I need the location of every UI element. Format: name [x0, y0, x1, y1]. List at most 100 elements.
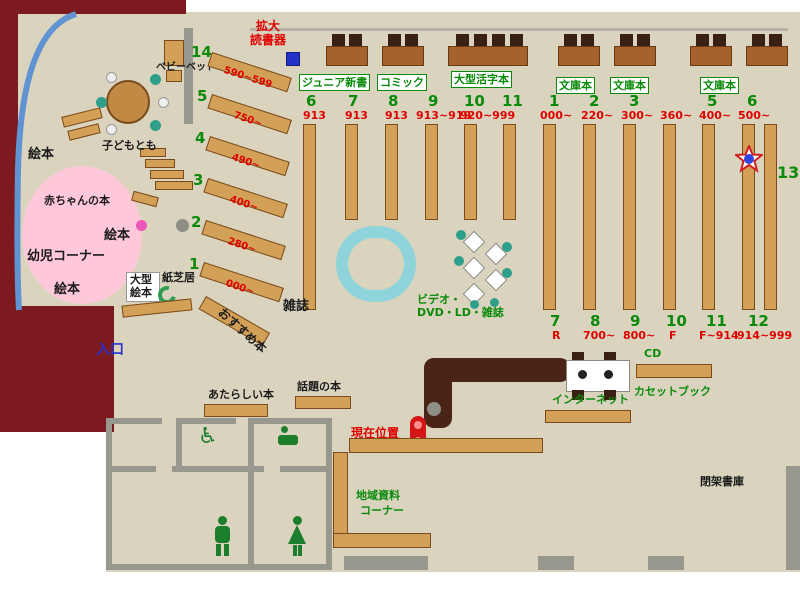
stack-number: 1 — [549, 92, 560, 110]
stack-number: 3 — [193, 171, 204, 189]
bookshelf — [333, 533, 431, 548]
wall — [106, 466, 156, 472]
bookshelf — [345, 124, 358, 220]
step-shelf — [150, 170, 184, 179]
carrel-chair — [454, 256, 464, 266]
womens-toilet-icon — [286, 516, 308, 556]
carrel-chair — [502, 268, 512, 278]
stack-range: 913 — [385, 109, 408, 122]
internet-label: インターネット — [552, 393, 629, 406]
chair — [604, 390, 616, 400]
reading-table — [382, 46, 424, 66]
bookshelf — [545, 410, 631, 423]
stack-number: 11 — [502, 92, 523, 110]
carrel-chair — [490, 298, 499, 307]
chair — [150, 120, 161, 131]
stack-range: 800~ — [623, 329, 656, 342]
chair — [572, 352, 584, 362]
chair — [713, 34, 726, 47]
large-picture-books-label: 大型 — [130, 273, 152, 286]
local-materials-label: 地域資料 — [356, 489, 400, 502]
stack-number-13: 13 — [777, 163, 800, 182]
stack-range: R — [552, 329, 561, 342]
stack-number: 5 — [707, 92, 718, 110]
stack-number: 10 — [666, 312, 687, 330]
stack-number: 4 — [195, 129, 206, 147]
chair — [696, 34, 709, 47]
chair — [510, 34, 523, 47]
toddler-corner-area — [22, 166, 142, 304]
stack-number: 12 — [748, 312, 769, 330]
wall — [106, 418, 162, 424]
wall — [538, 556, 574, 570]
picture-books-label: 絵本 — [54, 282, 81, 297]
small-shelf — [166, 70, 182, 82]
stack-number: 6 — [747, 92, 758, 110]
bookshelf — [204, 404, 268, 417]
stack-range: F — [669, 329, 677, 342]
chair — [752, 34, 765, 47]
mens-toilet-icon — [212, 516, 233, 556]
reading-device-marker — [286, 52, 300, 66]
stool — [136, 220, 147, 231]
bookshelf — [349, 438, 543, 453]
pillar — [176, 219, 189, 232]
wheelchair-icon: ♿ — [198, 424, 218, 449]
cassette-label: カセットブック — [634, 385, 711, 398]
stack-range: 700~ — [583, 329, 616, 342]
icon-part — [224, 544, 229, 556]
chair — [637, 34, 650, 47]
chair — [106, 124, 117, 135]
icon-part — [218, 516, 227, 525]
wall — [786, 466, 800, 570]
pillar — [427, 402, 441, 416]
stack-number: 9 — [630, 312, 641, 330]
children-area-arc — [14, 11, 78, 311]
kamishibai-label: 紙芝居 — [162, 271, 195, 284]
topical-books-label: 話題の本 — [297, 380, 341, 393]
chair — [492, 34, 505, 47]
stack-range: 300~ — [621, 109, 654, 122]
wall — [250, 28, 788, 31]
stack-number: 8 — [590, 312, 601, 330]
step-shelf — [155, 181, 193, 190]
baby-changing-icon — [278, 424, 302, 450]
reading-table — [614, 46, 656, 66]
stack-number: 11 — [706, 312, 727, 330]
wall — [280, 466, 332, 472]
wall — [184, 28, 193, 124]
chair — [388, 34, 401, 47]
round-table — [106, 80, 150, 124]
wall — [250, 418, 332, 424]
wall — [648, 556, 684, 570]
chair — [456, 34, 469, 47]
stack-number: 7 — [348, 92, 359, 110]
picture-books-label: 絵本 — [28, 147, 55, 162]
bookshelf — [425, 124, 438, 220]
wall — [172, 466, 264, 472]
stack-number: 2 — [589, 92, 600, 110]
large-picture-books-label2: 絵本 — [130, 286, 152, 299]
local-materials-label2: コーナー — [360, 504, 404, 517]
star-icon — [735, 145, 763, 173]
bookshelf — [385, 124, 398, 220]
wall-left — [0, 0, 18, 312]
chair — [572, 390, 584, 400]
chair — [106, 72, 117, 83]
wall — [106, 418, 112, 570]
current-location-label: 現在位置 — [351, 426, 400, 440]
bookshelf — [464, 124, 477, 220]
chair — [332, 34, 345, 47]
reading-table — [558, 46, 600, 66]
cd-label: CD — [644, 347, 662, 360]
stack-range: F~914 — [699, 329, 739, 342]
stack-number: 1 — [189, 255, 200, 273]
stack-number: 9 — [428, 92, 439, 110]
icon-part — [216, 544, 221, 556]
bookshelf — [295, 396, 351, 409]
wall — [178, 418, 236, 424]
genre-comic: コミック — [377, 74, 427, 91]
wall — [106, 564, 332, 570]
step-shelf — [145, 159, 175, 168]
